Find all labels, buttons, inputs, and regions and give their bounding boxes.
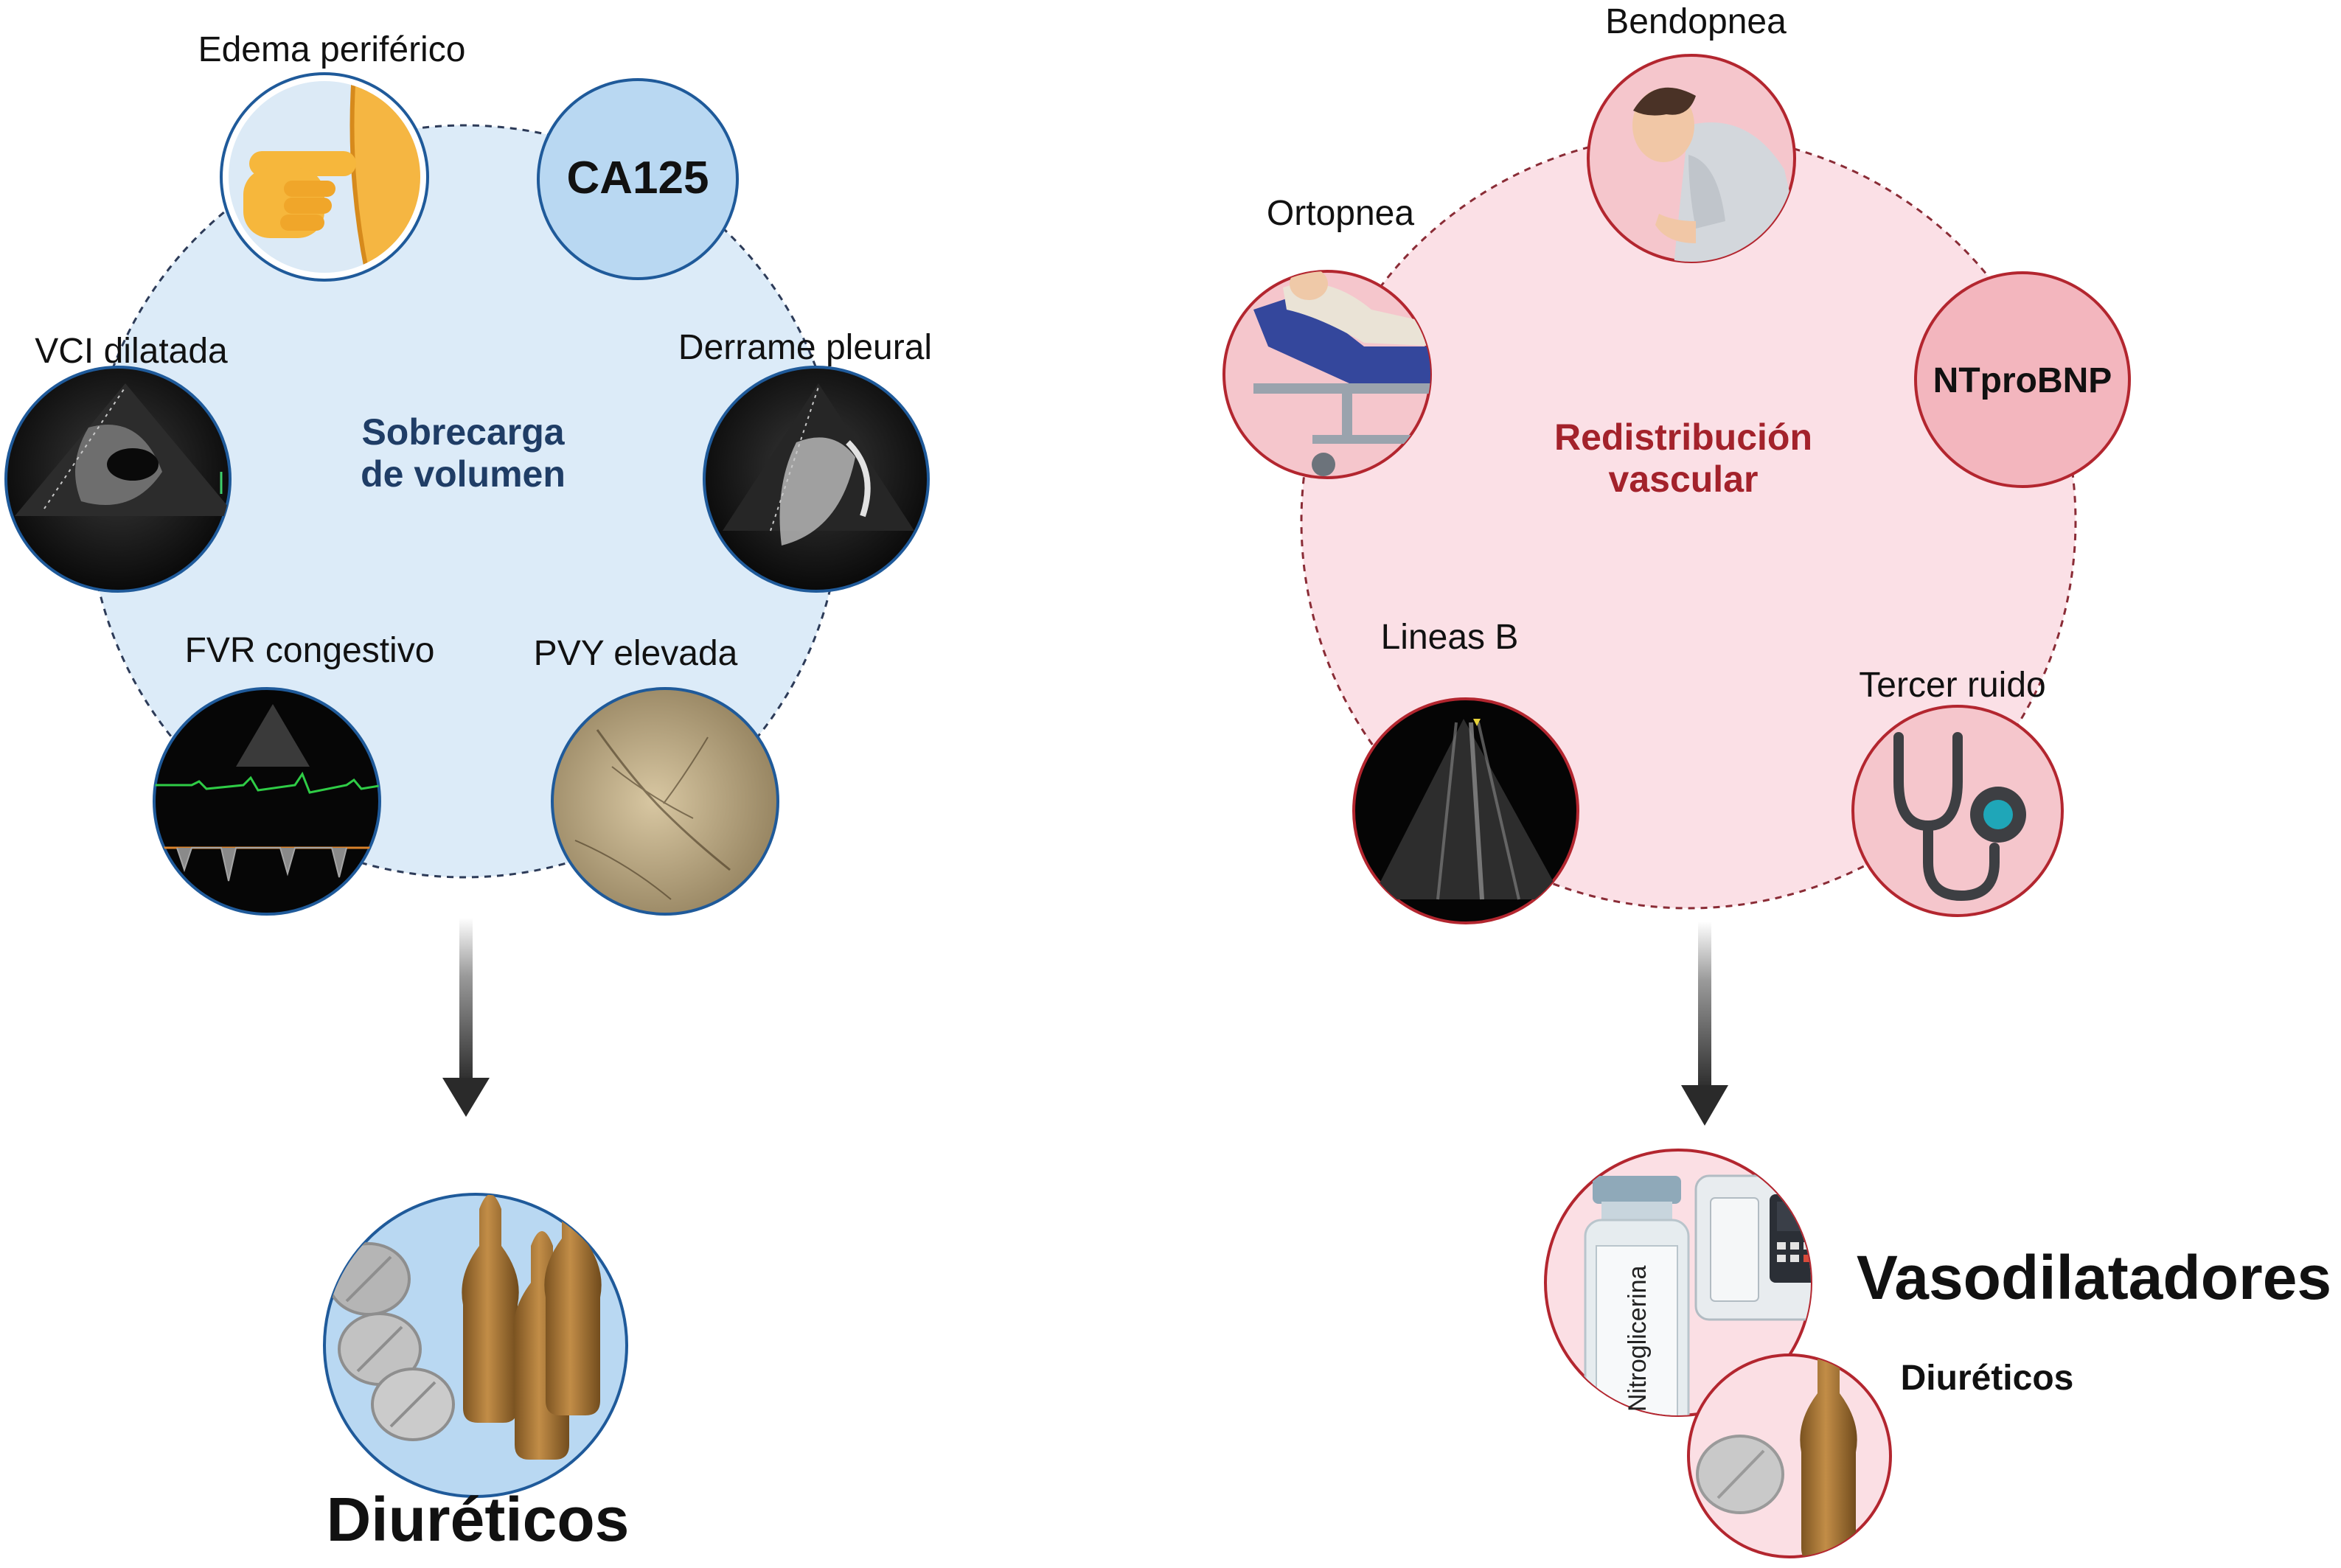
- ortopnea-label: Ortopnea: [1267, 194, 1414, 233]
- ampoule-icon: [1800, 1355, 1857, 1557]
- stethoscope-icon: [1893, 732, 2000, 902]
- infusion-pump-icon: [1694, 1174, 1811, 1321]
- lineas-b-label: Lineas B: [1381, 618, 1519, 657]
- right-treatment-secondary-label: Diuréticos: [1901, 1359, 2074, 1398]
- fvr-label: FVR congestivo: [185, 631, 435, 670]
- edema-label: Edema periférico: [198, 30, 466, 69]
- left-hub-line1: Sobrecarga: [361, 411, 565, 453]
- vial-icon: [1584, 1176, 1690, 1415]
- node-derrame-pleural: Derrame pleural: [678, 328, 932, 593]
- ntprobnp-label: NTproBNP: [1933, 361, 2112, 400]
- node-fvr-congestivo: FVR congestivo: [153, 631, 435, 916]
- node-ntprobnp: NTproBNP: [1914, 271, 2131, 488]
- tablet-icon: [1696, 1435, 1784, 1514]
- right-arrow: [1681, 921, 1728, 1126]
- node-vci-dilatada: VCI dilatada: [4, 332, 232, 593]
- ultrasound-image: [723, 383, 914, 546]
- node-diureticos: [323, 1193, 628, 1498]
- left-treatment-label: Diuréticos: [327, 1485, 630, 1554]
- lung-ultrasound-image: [1371, 719, 1563, 900]
- node-pvy-elevada: PVY elevada: [534, 634, 779, 916]
- tercer-ruido-label: Tercer ruido: [1859, 666, 2045, 705]
- left-arrow: [442, 918, 490, 1117]
- pvy-label: PVY elevada: [534, 634, 738, 673]
- node-lineas-b: Lineas B: [1352, 618, 1579, 924]
- pointing-hand-icon: [243, 151, 356, 238]
- ampoule-icon: [462, 1194, 602, 1460]
- node-tercer-ruido: Tercer ruido: [1851, 666, 2064, 917]
- derrame-label: Derrame pleural: [678, 328, 932, 367]
- vial-label: Nitroglicerina: [1624, 1266, 1652, 1412]
- right-hub-line2: vascular: [1609, 459, 1759, 500]
- right-hub-line1: Redistribución: [1554, 417, 1812, 458]
- neck-photo: [574, 729, 731, 900]
- right-treatment-label: Vasodilatadores: [1857, 1243, 2331, 1312]
- left-hub-line2: de volumen: [361, 453, 566, 495]
- node-diureticos-secondary: [1687, 1353, 1892, 1558]
- bendopnea-label: Bendopnea: [1605, 2, 1787, 41]
- node-ca125: CA125: [537, 78, 739, 280]
- ultrasound-image: [15, 383, 230, 516]
- node-vasodilatadores: [1544, 1149, 1812, 1417]
- doppler-image: [154, 704, 380, 882]
- vci-label: VCI dilatada: [35, 332, 228, 371]
- ca125-label: CA125: [567, 153, 709, 203]
